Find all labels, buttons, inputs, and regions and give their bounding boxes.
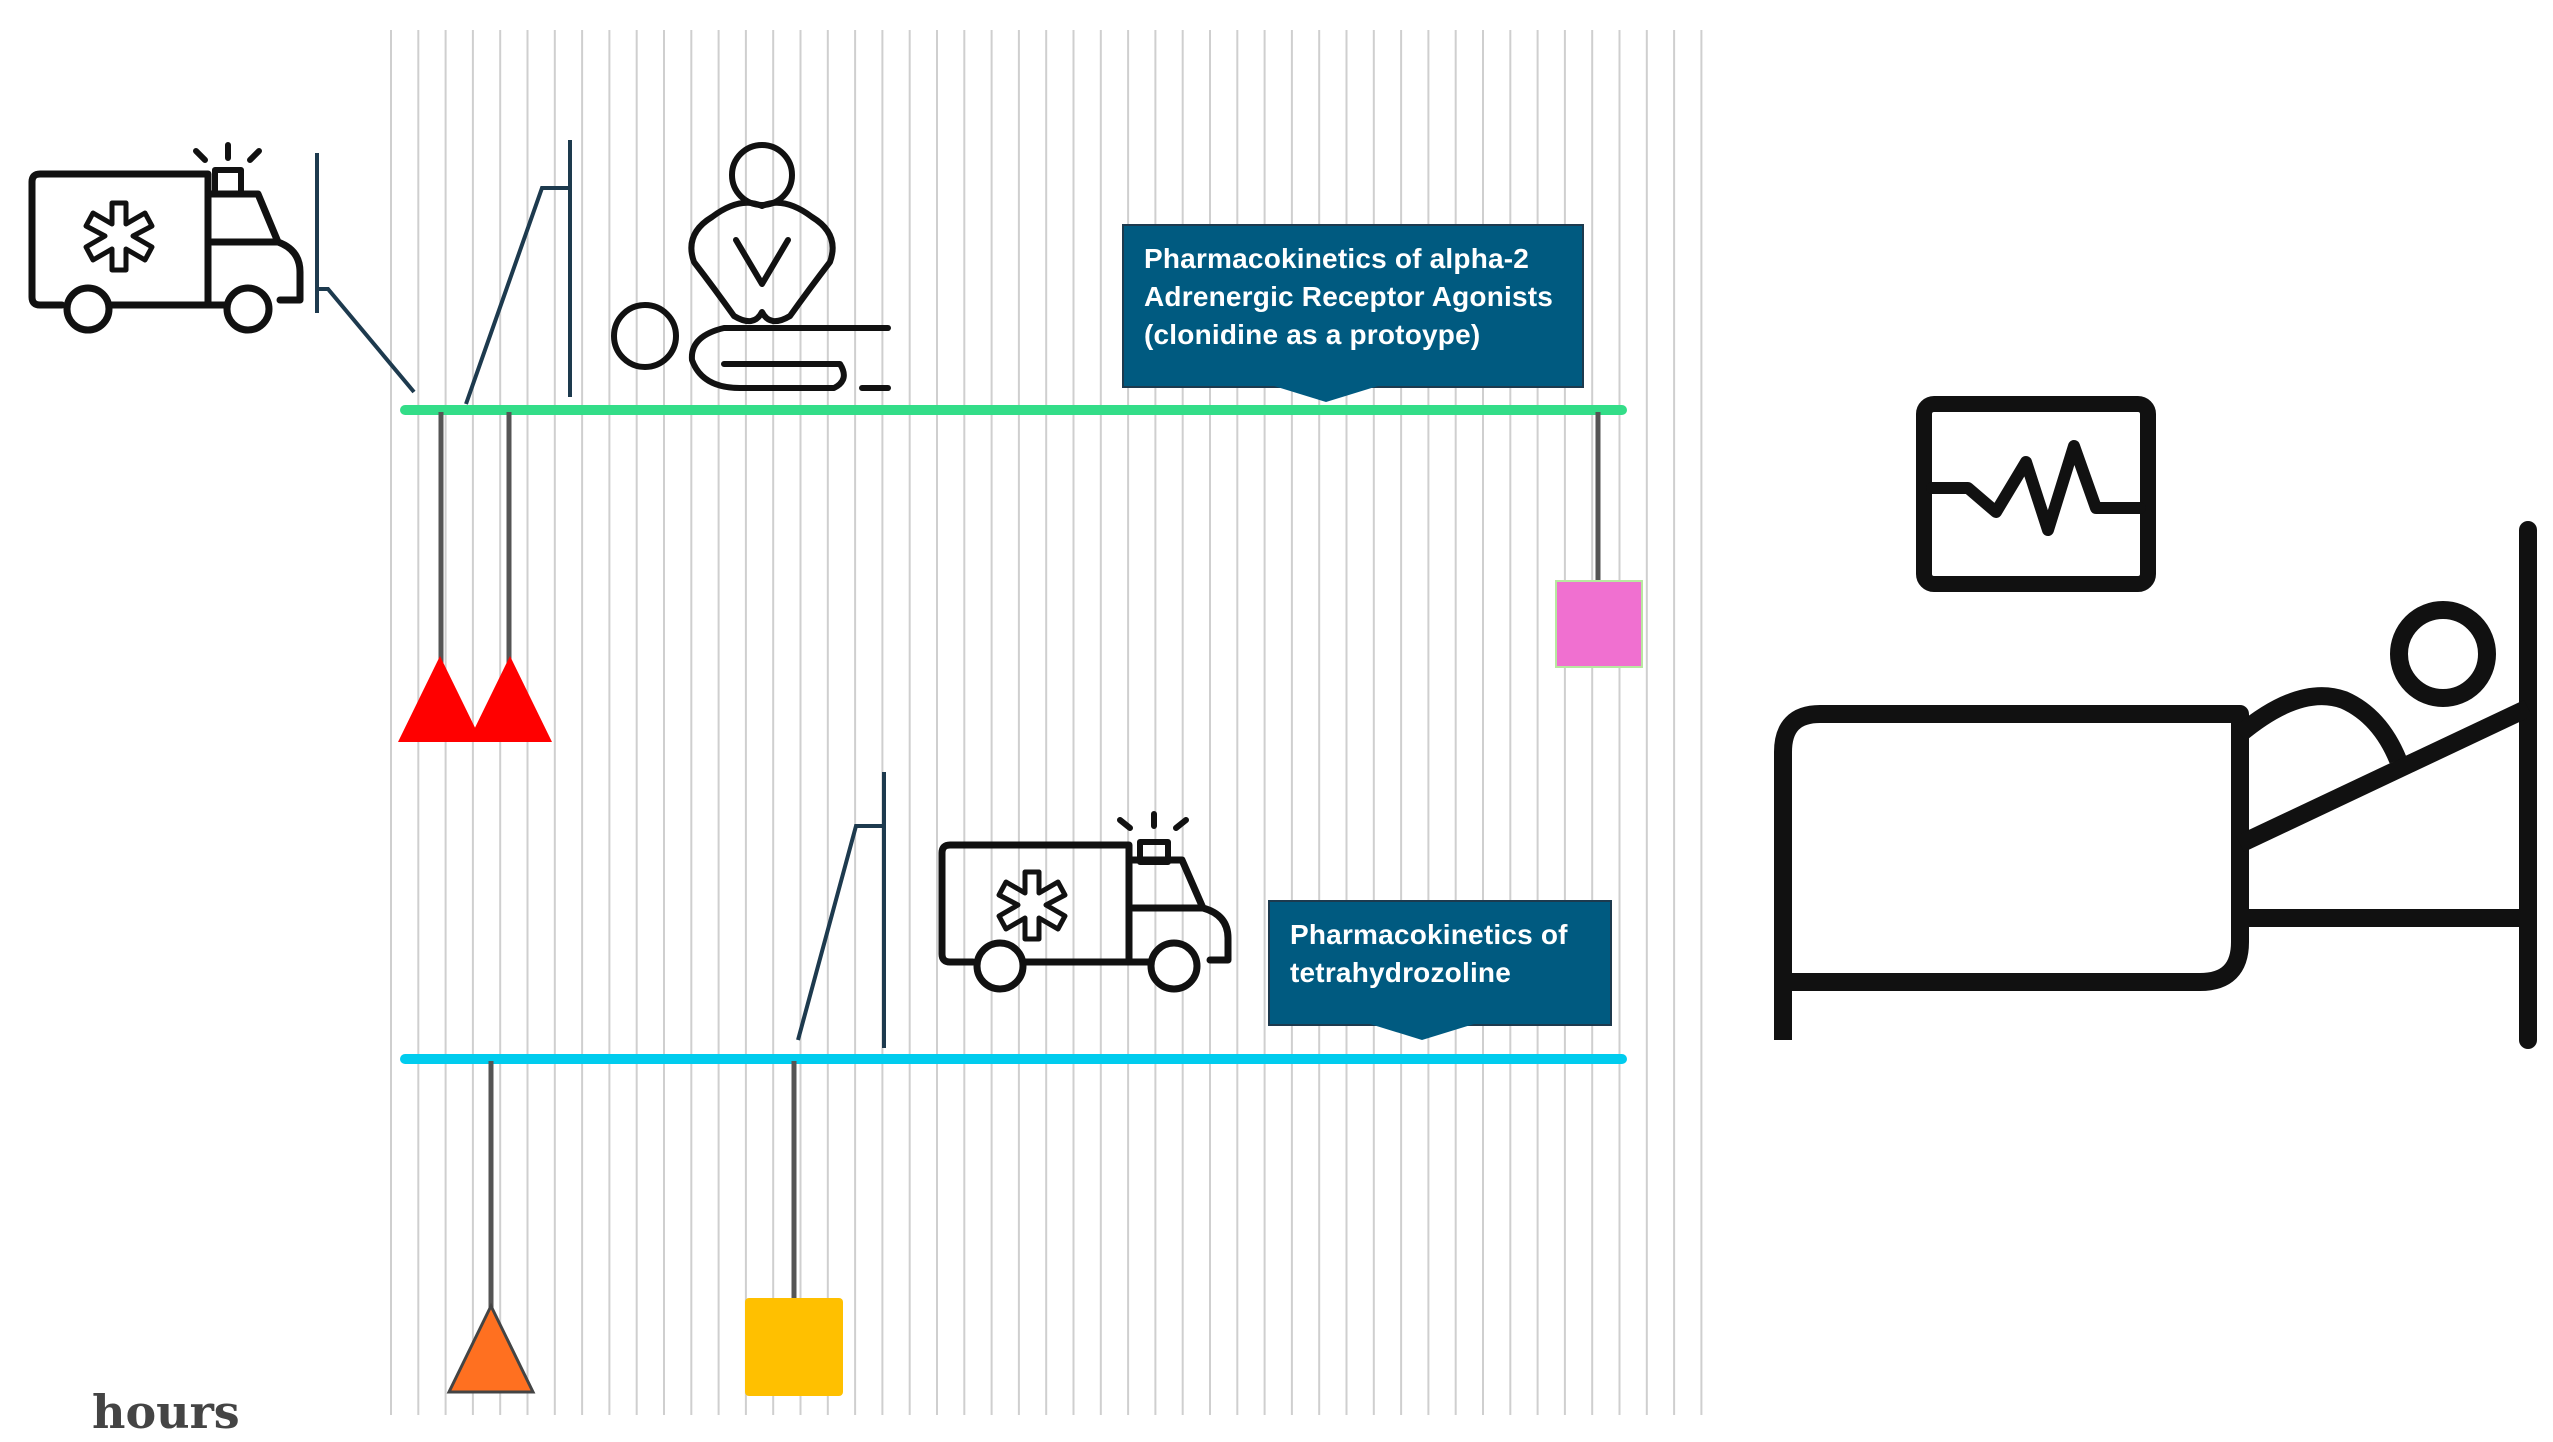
callout-line: Pharmacokinetics of alpha-2 [1144,243,1530,274]
callout-line: tetrahydrozoline [1290,957,1512,988]
callout-pointer [1370,1024,1474,1040]
hospital-bed-icon [1774,521,2537,1049]
ambulance-icon [938,811,1232,993]
connector-lines [796,772,886,1048]
cpr-icon [611,142,891,391]
axis-unit-label: hours [92,1385,240,1439]
tetrahydrozoline-pharmacokinetics-callout: Pharmacokinetics of tetrahydrozoline [1268,900,1612,1040]
yellow-square-marker [745,1298,843,1396]
pink-square-marker [1555,580,1643,668]
callout-pointer [1274,386,1378,402]
heart-monitor-icon [1916,396,2156,592]
orange-triangle-marker [446,1302,536,1394]
callout-line: (clonidine as a protoype) [1144,319,1481,350]
callout-line: Pharmacokinetics of [1290,919,1568,950]
red-triangle-marker [468,656,552,742]
clonidine-pharmacokinetics-callout: Pharmacokinetics of alpha-2 Adrenergic R… [1122,224,1584,402]
red-triangle-marker [398,656,482,742]
connector-lines [315,140,572,405]
callout-line: Adrenergic Receptor Agonists [1144,281,1554,312]
ambulance-icon [28,142,304,334]
